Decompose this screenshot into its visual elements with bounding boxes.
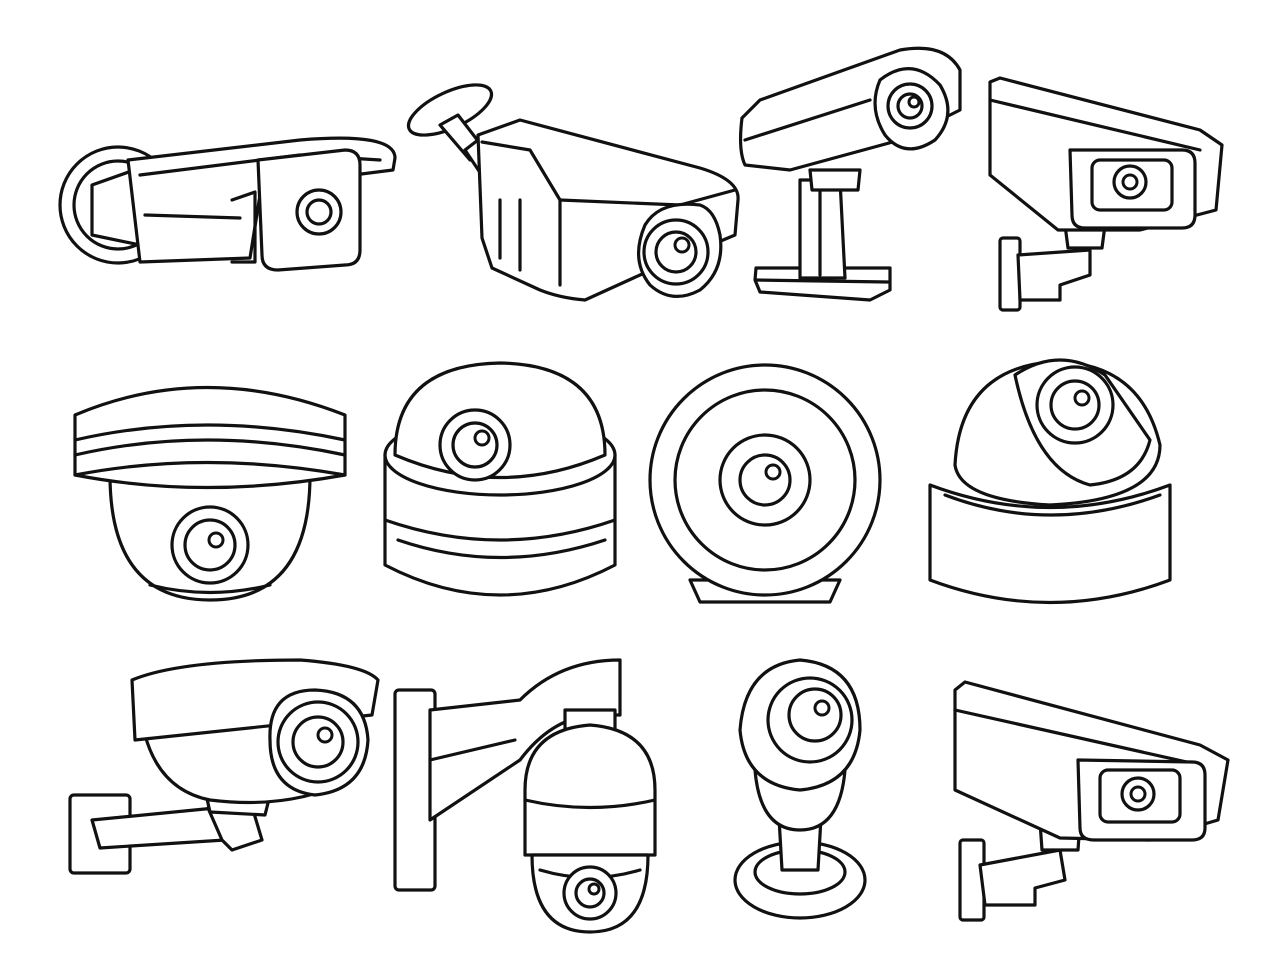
dome-camera-cylinder-base-icon xyxy=(383,361,617,597)
bullet-camera-ceiling-mount-icon xyxy=(406,83,740,302)
bullet-camera-desk-stand-icon xyxy=(738,46,962,302)
home-camera-stand-icon xyxy=(733,658,867,920)
bullet-camera-hood-wall-mount-icon xyxy=(68,658,380,875)
box-camera-wall-mount-icon xyxy=(988,76,1224,312)
bullet-camera-round-mount-icon xyxy=(58,136,397,272)
turret-dome-camera-icon xyxy=(928,358,1172,605)
round-webcam-icon xyxy=(648,363,882,604)
dome-camera-ceiling-icon xyxy=(73,385,347,602)
ptz-camera-pendant-mount-icon xyxy=(393,658,657,934)
box-camera-wall-mount-angled-icon xyxy=(953,680,1230,922)
